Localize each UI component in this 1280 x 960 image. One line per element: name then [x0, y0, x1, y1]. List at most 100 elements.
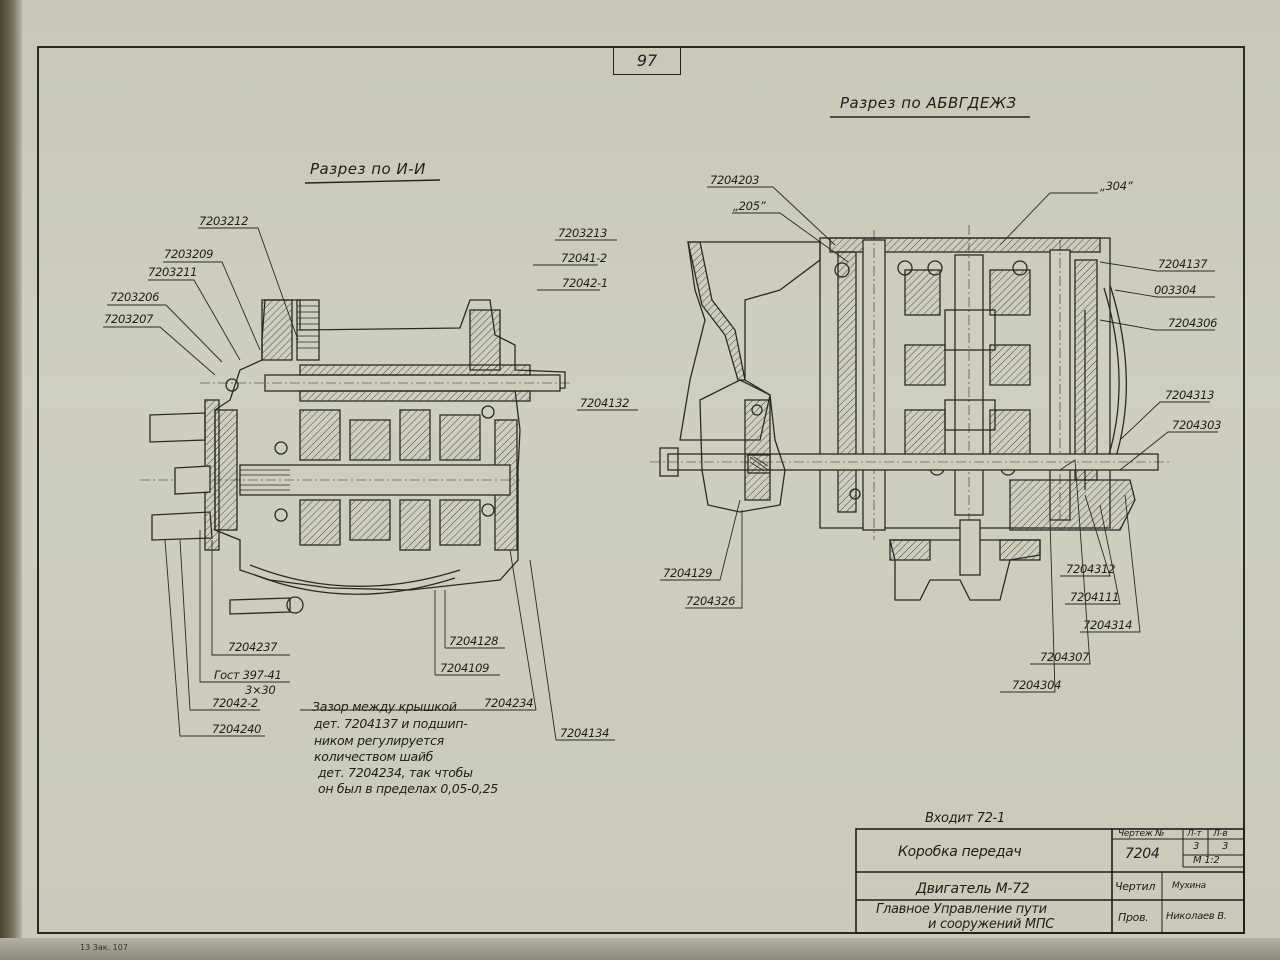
right-casing-left-hatch	[837, 251, 857, 513]
left-gear-8	[439, 499, 481, 546]
right-bearing-7	[849, 488, 861, 500]
left-housing-outline	[214, 299, 566, 591]
right-splined-hub	[944, 309, 996, 351]
assembly-name: Двигатель М-72	[916, 881, 1030, 897]
part-label: 7204304	[1012, 678, 1062, 692]
assembly-note-line: он был в пределах 0,05-0,25	[318, 781, 498, 796]
assembly-note-line: количеством шайб	[314, 749, 434, 764]
included-in-note: Входит 72-1	[925, 811, 1005, 826]
left-gear-3	[399, 409, 431, 461]
part-label: 7204326	[686, 594, 736, 608]
right-bearing-1	[834, 262, 850, 278]
part-label: 7203206	[110, 290, 160, 304]
print-mark: 13 Зак. 107	[80, 943, 128, 952]
sheet-count: 3	[1222, 841, 1229, 852]
right-view-title: Разрез по АБВГДЕЖЗ	[840, 94, 1017, 112]
left-bearing-ball-1	[225, 378, 239, 392]
left-lower-stub	[229, 597, 291, 615]
right-lower-flange-hatch-r	[999, 539, 1041, 561]
right-output-pin	[959, 519, 981, 576]
left-gear-top-teeth	[297, 305, 319, 349]
part-label: 7204312	[1066, 562, 1116, 576]
drawn-by-signature: Мухина	[1172, 881, 1206, 891]
right-splined-hub-2	[944, 399, 996, 431]
right-casing-top-hatch	[829, 237, 1101, 253]
right-section-view	[650, 225, 1170, 601]
assembly-note-line: дет. 7204137 и подшип-	[314, 716, 468, 731]
left-input-flange-upper	[149, 412, 206, 443]
checked-by-signature: Николаев В.	[1166, 911, 1227, 922]
part-label: 7203209	[164, 247, 214, 261]
drawing-number-label: Чертеж №	[1118, 829, 1165, 839]
sheet-number: 3	[1193, 841, 1200, 852]
right-end-cover-inner	[1103, 287, 1120, 459]
left-input-flange-lower	[151, 511, 213, 541]
right-gear-3	[904, 344, 946, 386]
left-gear-7	[399, 499, 431, 551]
part-label: 7204132	[580, 396, 630, 410]
part-label: 7204314	[1083, 618, 1133, 632]
part-label: 72042-2	[212, 696, 258, 710]
right-clutch-housing	[699, 379, 786, 513]
drawn-by-label: Чертил	[1115, 880, 1156, 893]
part-label: 7204134	[560, 726, 610, 740]
part-label: 7204129	[663, 566, 713, 580]
part-label: 7204203	[710, 173, 760, 187]
part-label: 7204313	[1165, 388, 1215, 402]
left-lower-stub-nut	[286, 596, 304, 614]
part-label: 003304	[1154, 283, 1197, 297]
right-lower-support	[1009, 479, 1136, 531]
part-label: 7204137	[1158, 257, 1208, 271]
assembly-note-line: Зазор между крышкой	[312, 699, 457, 714]
part-label: 7203212	[199, 214, 249, 228]
part-label: 7204303	[1172, 418, 1222, 432]
right-spring-coils	[749, 456, 769, 472]
part-label: 7204109	[440, 661, 490, 675]
right-bearing-4	[1012, 260, 1028, 276]
right-end-cover	[1109, 284, 1127, 461]
right-gear-6	[989, 409, 1031, 456]
right-gear-2	[989, 269, 1031, 316]
part-label: 7204111	[1070, 590, 1120, 604]
right-gear-1	[904, 269, 941, 316]
page-number: 97	[613, 47, 681, 75]
right-gear-4	[989, 344, 1031, 386]
part-label: 7204237	[228, 640, 278, 654]
part-label: 7203207	[104, 312, 154, 326]
drawing-number: 7204	[1125, 846, 1160, 862]
assembly-note-line: дет. 7204234, так чтобы	[318, 765, 473, 780]
label-underlines	[103, 186, 1218, 741]
part-label: 7203213	[558, 226, 608, 240]
left-bearing-ball-5	[481, 503, 495, 517]
right-casing-right-hatch	[1074, 259, 1098, 481]
left-title-underline	[304, 179, 441, 184]
left-gear-5	[299, 499, 341, 546]
checked-by-label: Пров.	[1118, 911, 1149, 924]
part-name: Коробка передач	[898, 844, 1022, 860]
left-housing-hatch-2	[469, 309, 501, 371]
right-output-nut	[659, 447, 679, 477]
right-gear-5	[904, 409, 946, 456]
part-label: 7204307	[1040, 650, 1090, 664]
title-block-grid	[855, 828, 1245, 934]
right-bell-hatch	[687, 241, 746, 381]
part-label: 72042-1	[562, 276, 608, 290]
part-label: 7204306	[1168, 316, 1218, 330]
book-binding	[0, 0, 22, 960]
right-bearing-3	[927, 260, 943, 276]
left-gear-6	[349, 499, 391, 541]
part-label: 3×30	[245, 683, 276, 697]
left-bearing-ball-2	[274, 441, 288, 455]
left-housing-hatch-1	[261, 299, 293, 361]
right-bearing-2	[897, 260, 913, 276]
sheet-frame	[37, 46, 1245, 934]
left-gear-2	[349, 419, 391, 461]
part-label: „205”	[733, 199, 766, 213]
left-view-title: Разрез по И-И	[310, 160, 426, 178]
left-section-view	[140, 299, 570, 615]
part-label: 7204128	[449, 634, 499, 648]
part-label: 7204234	[484, 696, 534, 710]
left-upper-shaft-hatch	[299, 364, 531, 376]
left-bearing-ball-4	[481, 405, 495, 419]
